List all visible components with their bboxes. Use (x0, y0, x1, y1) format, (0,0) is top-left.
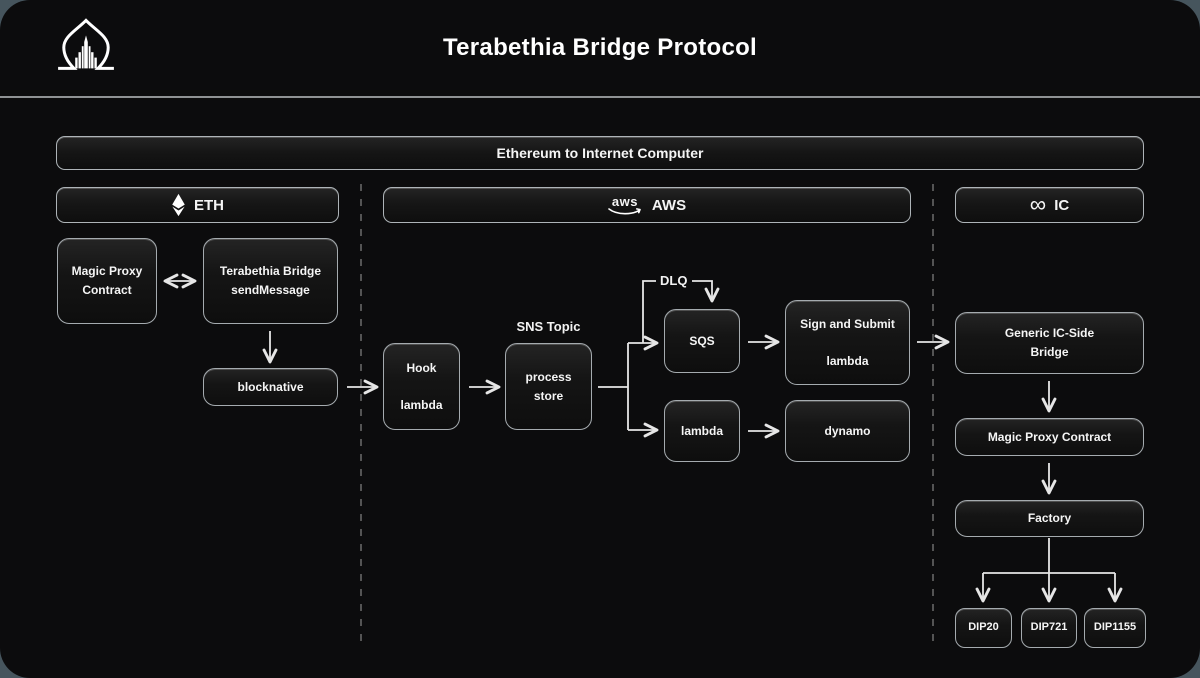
section-label-ic: IC (1054, 196, 1070, 214)
section-label-eth: ETH (194, 196, 224, 214)
aws-logo-text: aws (611, 193, 638, 209)
dlq-bracket-left (642, 280, 656, 343)
page-title: Terabethia Bridge Protocol (442, 34, 758, 61)
node-sqs: SQS (664, 309, 740, 373)
node-terabethia-bridge-sendmessage: Terabethia Bridge sendMessage (203, 238, 338, 324)
node-dip721: DIP721 (1021, 608, 1077, 648)
node-dynamo: dynamo (785, 400, 910, 462)
section-label-aws: AWS (651, 196, 687, 214)
node-dip20: DIP20 (955, 608, 1012, 648)
header-bar: Terabethia Bridge Protocol (0, 0, 1200, 98)
label-sns-topic: SNS Topic (516, 319, 581, 334)
label-dlq: DLQ (660, 273, 688, 288)
node-magic-proxy-contract-eth: Magic Proxy Contract (57, 238, 157, 324)
node-process-store: process store (505, 343, 592, 430)
node-factory: Factory (955, 500, 1144, 537)
terabethia-logo (58, 18, 114, 70)
banner-label: Ethereum to Internet Computer (496, 145, 704, 161)
node-lambda: lambda (664, 400, 740, 462)
dlq-bracket-right (692, 280, 720, 303)
node-magic-proxy-contract-ic: Magic Proxy Contract (955, 418, 1144, 456)
node-generic-ic-side-bridge: Generic IC-Side Bridge (955, 312, 1144, 374)
node-blocknative: blocknative (203, 368, 338, 406)
node-dip1155: DIP1155 (1084, 608, 1146, 648)
banner-eth-to-ic: Ethereum to Internet Computer (56, 136, 1144, 170)
aws-logo: aws (608, 195, 642, 216)
node-sign-and-submit-lambda: Sign and Submit lambda (785, 300, 910, 385)
aws-smile-icon (608, 207, 641, 215)
ethereum-icon (172, 193, 185, 217)
section-header-eth: ETH (56, 187, 339, 223)
node-hook-lambda: Hook lambda (383, 343, 460, 430)
section-header-aws: aws AWS (383, 187, 911, 223)
section-header-ic: ∞ IC (955, 187, 1144, 223)
